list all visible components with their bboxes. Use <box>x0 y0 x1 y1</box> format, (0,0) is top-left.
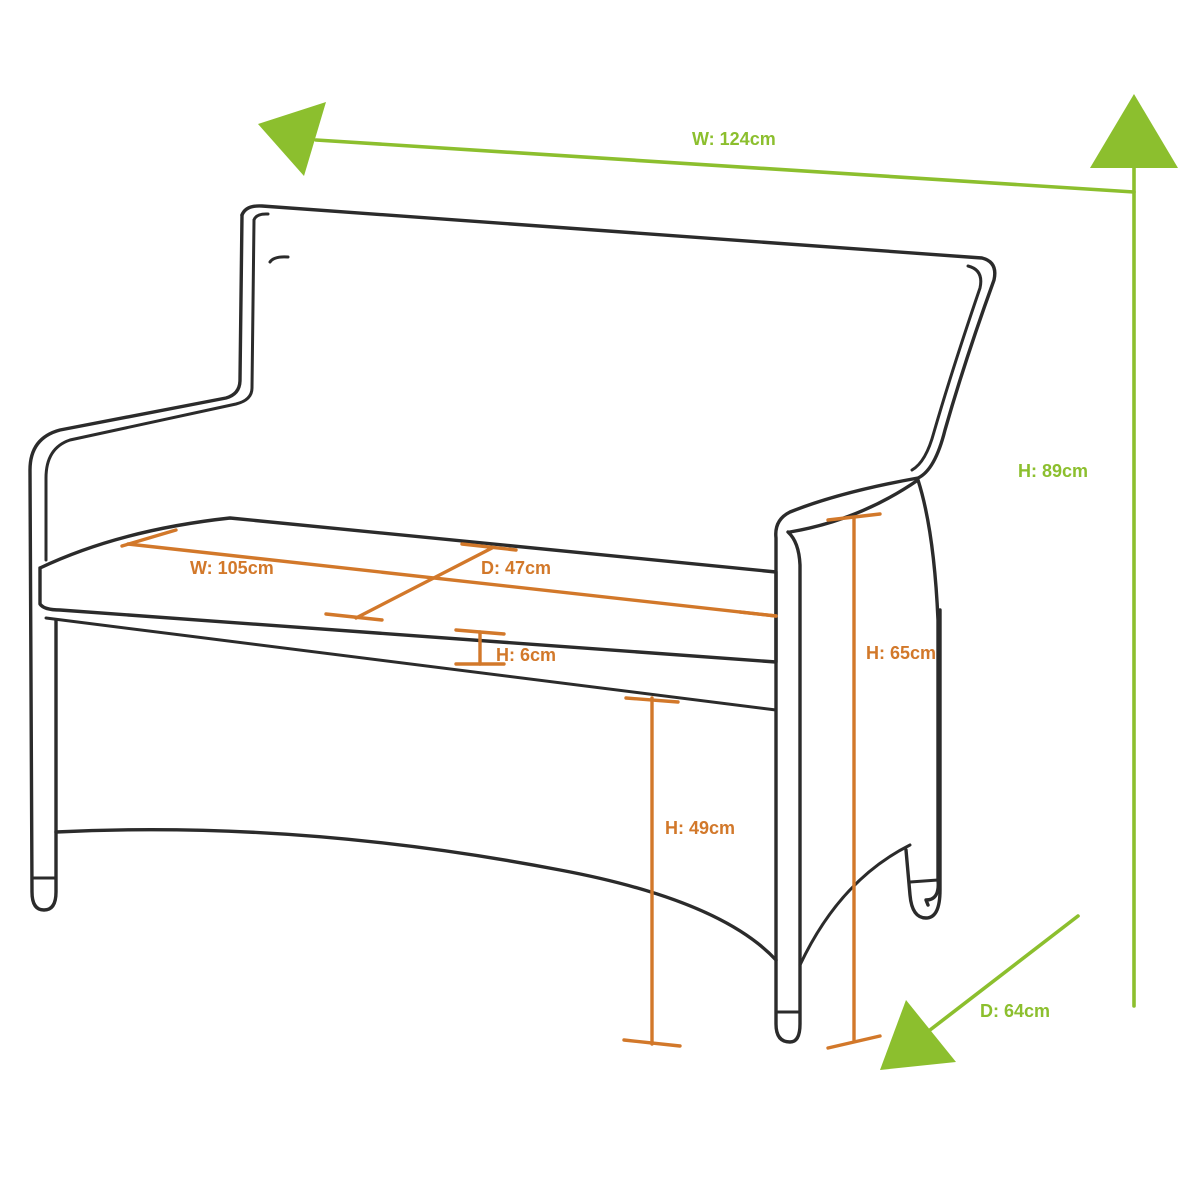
seat-depth-line <box>354 546 494 620</box>
overall-height-label: H: 89cm <box>1018 461 1088 481</box>
front-rail <box>54 828 778 962</box>
seat-depth-cap-top <box>460 542 518 552</box>
overall-height-arrow-icon <box>1090 94 1178 168</box>
overall-width-label: W: 124cm <box>692 129 776 149</box>
left-arm <box>28 213 244 912</box>
overall-depth-arrow-icon <box>880 1000 956 1070</box>
left-arm-inner <box>44 218 256 562</box>
arm-height-cap-top <box>826 512 882 522</box>
backrest-outer <box>240 204 997 1044</box>
backrest-inner <box>252 212 290 264</box>
arm-height-label: H: 65cm <box>866 643 936 663</box>
right-arm-front <box>788 478 940 907</box>
arm-height-cap-bottom <box>826 1034 882 1050</box>
seat-width-cap-right <box>738 610 778 618</box>
seat-height-cap-bottom <box>622 1038 682 1048</box>
seat-frame <box>44 616 778 712</box>
cushion-height-cap-top <box>454 628 506 636</box>
cushion-height-label: H: 6cm <box>496 645 556 665</box>
seat-width-line <box>126 542 778 618</box>
bench-outline <box>28 204 997 1044</box>
backrest-inner-right <box>910 264 983 472</box>
seat-width-cap-left <box>120 528 178 548</box>
overall-width-arrow-icon <box>258 102 326 176</box>
outer-dimensions: W: 124cm H: 89cm D: 64cm <box>258 94 1178 1070</box>
back-rail <box>798 843 912 967</box>
seat-depth-cap-bottom <box>324 612 384 622</box>
overall-depth-line <box>928 914 1080 1032</box>
seat-height-label: H: 49cm <box>665 818 735 838</box>
overall-width-line <box>314 138 1136 194</box>
seat-height-cap-top <box>624 696 680 704</box>
seat-width-label: W: 105cm <box>190 558 274 578</box>
right-back-leg <box>904 608 942 920</box>
seat-depth-label: D: 47cm <box>481 558 551 578</box>
overall-depth-label: D: 64cm <box>980 1001 1050 1021</box>
inner-dimensions: W: 105cm D: 47cm H: 6cm H: 65cm H: 49cm <box>120 512 936 1050</box>
leg-caps <box>30 876 940 1014</box>
